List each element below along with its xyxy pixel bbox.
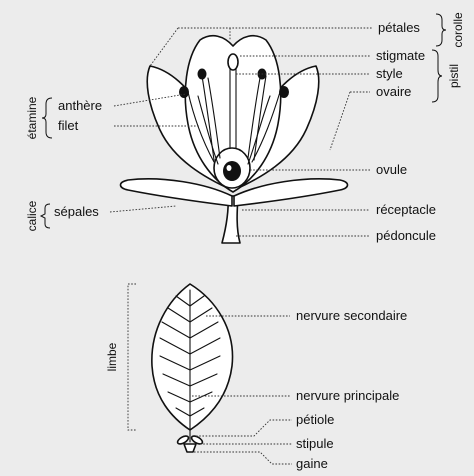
leaf-illustration [152, 284, 233, 452]
sepal-left-shape [121, 179, 233, 206]
label-anthere: anthère [58, 98, 102, 113]
group-calice: calice [25, 200, 39, 231]
label-receptacle: réceptacle [376, 202, 436, 217]
limbe-bracket [128, 284, 136, 430]
label-sepales: sépales [54, 204, 99, 219]
group-limbe: limbe [105, 342, 119, 371]
label-filet: filet [58, 118, 79, 133]
label-nervure-secondaire: nervure secondaire [296, 308, 407, 323]
label-petiole: pétiole [296, 412, 334, 427]
label-petales: pétales [378, 20, 420, 35]
label-stigmate: stigmate [376, 48, 425, 63]
label-nervure-principale: nervure principale [296, 388, 399, 403]
stigma-shape [228, 54, 238, 70]
group-pistil: pistil [447, 64, 461, 88]
leaf-blade-shape [152, 284, 233, 430]
label-pedoncule: pédoncule [376, 228, 436, 243]
label-style: style [376, 66, 403, 81]
label-gaine: gaine [296, 456, 328, 471]
label-stipule: stipule [296, 436, 334, 451]
flower-illustration [121, 36, 348, 243]
ovule-highlight [227, 165, 232, 171]
group-corolle: corolle [451, 12, 465, 48]
group-etamine: étamine [25, 96, 39, 139]
ovule-shape [223, 161, 241, 181]
sheath-shape [184, 444, 196, 452]
label-ovule: ovule [376, 162, 407, 177]
label-ovaire: ovaire [376, 84, 411, 99]
sepal-right-shape [234, 179, 348, 206]
